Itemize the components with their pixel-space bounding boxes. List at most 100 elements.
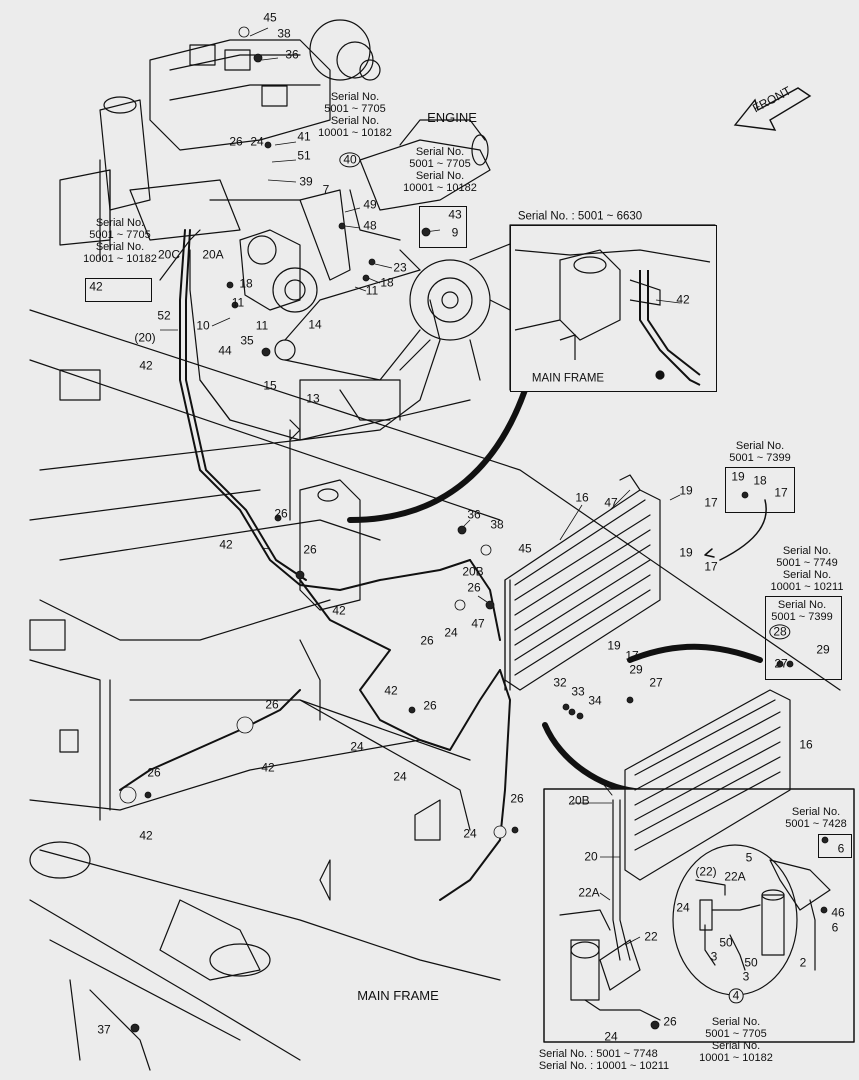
serial-note-bottom: Serial No. : 5001 ~ 7748 Serial No. : 10…	[538, 1047, 670, 1072]
part-callout: 38	[490, 517, 504, 532]
part-callout: 50	[744, 955, 758, 970]
part-callout: 27	[649, 675, 663, 690]
part-callout: 38	[277, 26, 291, 41]
part-callout: 22A	[724, 869, 746, 884]
part-callout: 11	[231, 295, 245, 310]
callout-box-42-left	[85, 278, 152, 302]
serial-note-right-3: Serial No. 5001 ~ 7399	[771, 598, 833, 623]
circled-callout: 28	[769, 624, 791, 640]
engine-label: ENGINE	[427, 109, 477, 125]
callout-box-28-group	[765, 596, 842, 680]
part-callout: (22)	[695, 864, 717, 879]
main-frame-label-inset: MAIN FRAME	[531, 372, 605, 385]
part-callout: 24	[463, 826, 477, 841]
part-callout: 29	[629, 662, 643, 677]
part-callout: 35	[240, 333, 254, 348]
part-callout: 3	[742, 969, 750, 984]
main-frame-label: MAIN FRAME	[357, 987, 439, 1003]
part-callout: 18	[380, 275, 394, 290]
part-callout: 20A	[202, 247, 224, 262]
part-callout: 42	[139, 358, 153, 373]
serial-note-right-1: Serial No. 5001 ~ 7399	[729, 439, 791, 464]
inset-serial-title: Serial No. : 5001 ~ 6630	[517, 210, 643, 223]
part-callout: 19	[607, 638, 621, 653]
part-callout: 47	[604, 495, 618, 510]
part-callout: 24	[444, 625, 458, 640]
part-callout: 26	[274, 506, 288, 521]
part-callout: 16	[799, 737, 813, 752]
part-callout: 22A	[578, 885, 600, 900]
part-callout: 23	[393, 260, 407, 275]
part-callout: 42	[384, 683, 398, 698]
part-callout: 24	[350, 739, 364, 754]
serial-note-right-2: Serial No. 5001 ~ 7749 Serial No. 10001 …	[770, 544, 844, 594]
part-callout: 6	[837, 841, 845, 856]
part-callout: 20B	[568, 793, 590, 808]
part-callout: 6	[831, 920, 839, 935]
part-callout: 41	[297, 129, 311, 144]
serial-note-engine-2: Serial No. 5001 ~ 7705 Serial No. 10001 …	[403, 145, 477, 195]
part-callout: 24	[676, 900, 690, 915]
part-callout: 20B	[462, 564, 484, 579]
condenser-drawing	[504, 474, 661, 691]
part-callout: 11	[365, 283, 379, 298]
part-callout: 33	[571, 684, 585, 699]
part-callout: (20)	[134, 330, 156, 345]
circled-callout: 40	[339, 152, 361, 168]
part-callout: 24	[604, 1029, 618, 1044]
part-callout: 52	[157, 308, 171, 323]
serial-note-left: Serial No. 5001 ~ 7705 Serial No. 10001 …	[83, 216, 157, 266]
part-callout: 42	[89, 279, 103, 294]
part-callout: 20C	[157, 247, 181, 262]
part-callout: 26	[663, 1014, 677, 1029]
circled-callout: 4	[728, 988, 744, 1004]
part-callout: 19	[679, 483, 693, 498]
part-callout: 48	[363, 218, 377, 233]
part-callout: 42	[332, 603, 346, 618]
part-callout: 26	[467, 580, 481, 595]
part-callout: 26	[265, 697, 279, 712]
part-callout: 42	[139, 828, 153, 843]
part-callout: 16	[575, 490, 589, 505]
callout-box-43-9	[419, 206, 467, 248]
serial-note-engine-1: Serial No. 5001 ~ 7705 Serial No. 10001 …	[318, 90, 392, 140]
part-callout: 50	[719, 935, 733, 950]
part-callout: 29	[816, 642, 830, 657]
part-callout: 45	[518, 541, 532, 556]
part-callout: 15	[263, 378, 277, 393]
front-arrow	[733, 87, 812, 131]
part-callout: 42	[676, 292, 690, 307]
part-callout: 18	[753, 473, 767, 488]
part-callout: 37	[97, 1022, 111, 1037]
part-callout: 9	[451, 225, 459, 240]
part-callout: 22	[644, 929, 658, 944]
part-callout: 27	[774, 656, 788, 671]
part-callout: 13	[306, 391, 320, 406]
part-callout: 17	[704, 559, 718, 574]
part-callout: 45	[263, 10, 277, 25]
part-callout: 34	[588, 693, 602, 708]
serial-note-inset-bottom: Serial No. 5001 ~ 7705 Serial No. 10001 …	[699, 1015, 773, 1065]
part-callout: 10	[196, 318, 210, 333]
part-callout: 14	[308, 317, 322, 332]
part-callout: 26	[229, 134, 243, 149]
part-callout: 5	[745, 850, 753, 865]
serial-note-inset: Serial No. 5001 ~ 7428	[785, 805, 847, 830]
part-callout: 26	[147, 765, 161, 780]
part-callout: 26	[423, 698, 437, 713]
part-callout: 26	[420, 633, 434, 648]
engine-drawing	[59, 19, 531, 441]
part-callout: 44	[218, 343, 232, 358]
part-callout: 26	[303, 542, 317, 557]
part-callout: 3	[710, 949, 718, 964]
part-callout: 42	[219, 537, 233, 552]
part-callout: 19	[731, 469, 745, 484]
part-callout: 36	[285, 47, 299, 62]
part-callout: 11	[255, 318, 269, 333]
part-callout: 49	[363, 197, 377, 212]
part-callout: 7	[322, 182, 330, 197]
inset-receiver-drawing	[559, 689, 831, 1021]
callout-box-19-18-17	[725, 467, 795, 513]
